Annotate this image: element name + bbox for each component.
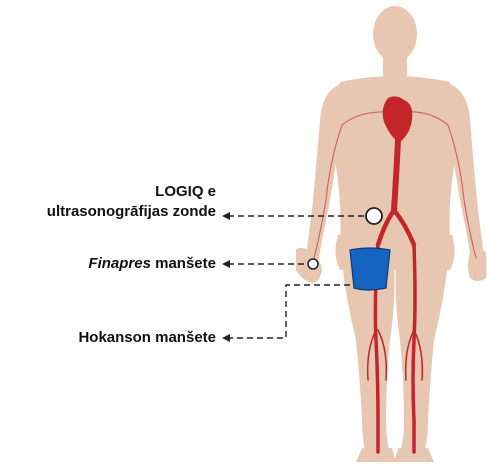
- ultrasound-probe-marker: [366, 208, 382, 224]
- hokanson-arrowhead: [222, 334, 230, 342]
- finapres-arrowhead: [222, 260, 230, 268]
- aorta: [394, 140, 398, 210]
- probe-label-line2: ultrasonogrāfijas zonde: [47, 202, 216, 222]
- probe-arrowhead: [222, 212, 230, 220]
- hokanson-cuff: [350, 248, 390, 290]
- right-hand: [468, 249, 487, 281]
- finapres-label: Finapres manšete: [88, 254, 216, 274]
- probe-label-line1: LOGIQ e: [47, 182, 216, 202]
- leader-arrowheads: [222, 212, 230, 342]
- hokanson-leader: [228, 285, 350, 338]
- head: [373, 6, 417, 62]
- finapres-label-italic: Finapres: [88, 255, 151, 272]
- body-silhouette: [296, 6, 487, 462]
- finapres-cuff-marker: [308, 259, 318, 269]
- neck: [383, 56, 407, 78]
- left-foot: [356, 448, 396, 462]
- left-arm: [306, 84, 340, 262]
- right-femoral-artery: [413, 245, 415, 452]
- probe-label: LOGIQ e ultrasonogrāfijas zonde: [47, 182, 216, 222]
- right-arm: [450, 84, 484, 262]
- finapres-label-rest: manšete: [151, 255, 216, 272]
- hokanson-label: Hokanson manšete: [78, 328, 216, 348]
